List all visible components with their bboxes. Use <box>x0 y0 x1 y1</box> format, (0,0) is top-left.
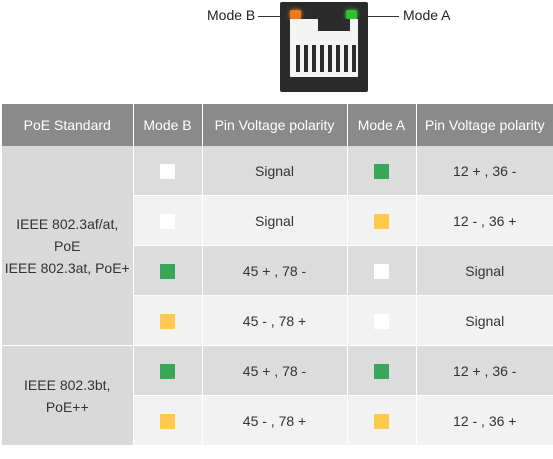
rj45-port-diagram: Mode B Mode A <box>0 0 553 100</box>
mode-b-led-icon <box>290 10 301 19</box>
pin-polarity-a: 12 + , 36 - <box>416 146 553 196</box>
table-row: 45 - , 78 + Signal <box>2 295 553 346</box>
mode-b-indicator-cell <box>133 345 203 396</box>
poe-standard-label: IEEE 802.3bt, PoE++ <box>24 376 111 415</box>
mode-b-indicator-cell <box>133 245 203 296</box>
mode-a-led-icon <box>346 10 357 19</box>
mode-b-indicator-white-square-icon <box>160 163 175 179</box>
mode-b-indicator-cell <box>133 146 203 196</box>
pin-polarity-b: 45 - , 78 + <box>202 395 348 446</box>
mode-a-indicator-cell <box>347 146 417 196</box>
jack-pin-2 <box>304 45 308 72</box>
pin-polarity-a: Signal <box>416 295 553 346</box>
mode-b-indicator-green-square-icon <box>160 263 175 279</box>
mode-b-label: Mode B <box>207 7 256 23</box>
jack-pin-7 <box>344 45 348 72</box>
mode-b-indicator-cell <box>133 395 203 446</box>
poe-standard-label: IEEE 802.3at, PoE+ <box>4 259 130 276</box>
pin-polarity-b: 45 + , 78 - <box>202 245 348 296</box>
poe-standard-cell: IEEE 802.3af/at, PoE IEEE 802.3at, PoE+ <box>2 146 134 346</box>
table-row: 45 - , 78 + 12 - , 36 + <box>2 395 553 446</box>
table-row: IEEE 802.3af/at, PoE IEEE 802.3at, PoE+ Si… <box>2 146 553 346</box>
pin-polarity-a: Signal <box>416 245 553 296</box>
mode-a-indicator-white-square-icon <box>374 263 389 279</box>
header-poe-standard: PoE Standard <box>2 104 134 146</box>
pin-polarity-b: 45 - , 78 + <box>202 295 348 346</box>
pin-polarity-b: 45 + , 78 - <box>202 345 348 396</box>
jack-pin-3 <box>312 45 316 72</box>
mode-b-indicator-white-square-icon <box>160 213 175 229</box>
table-row: Signal 12 - , 36 + <box>2 195 553 246</box>
pin-polarity-a: 12 - , 36 + <box>416 395 553 446</box>
header-mode-a: Mode A <box>347 104 417 146</box>
mode-a-leader-line <box>364 16 399 17</box>
poe-standard-label: IEEE 802.3af/at, PoE <box>16 215 119 254</box>
table-row: IEEE 802.3bt, PoE++ 45 + , 78 - 12 + , 36 … <box>2 345 553 446</box>
pin-polarity-a: 12 + , 36 - <box>416 345 553 396</box>
header-pin-polarity-b: Pin Voltage polarity <box>202 104 348 146</box>
pin-polarity-b: Signal <box>202 146 348 196</box>
mode-a-indicator-cell <box>347 245 417 296</box>
pin-polarity-a: 12 - , 36 + <box>416 195 553 246</box>
pin-polarity-b: Signal <box>202 195 348 246</box>
mode-a-indicator-green-square-icon <box>374 363 389 379</box>
mode-a-indicator-green-square-icon <box>374 163 389 179</box>
rj45-port-icon <box>280 2 368 92</box>
jack-notch <box>318 19 350 31</box>
jack-pin-5 <box>328 45 332 72</box>
table-body: IEEE 802.3af/at, PoE IEEE 802.3at, PoE+ Si… <box>2 146 553 446</box>
mode-a-indicator-yellow-square-icon <box>374 213 389 229</box>
mode-a-indicator-white-square-icon <box>374 313 389 329</box>
mode-b-indicator-cell <box>133 295 203 346</box>
poe-standard-cell: IEEE 802.3bt, PoE++ <box>2 345 134 446</box>
header-pin-polarity-a: Pin Voltage polarity <box>416 104 553 146</box>
mode-a-indicator-cell <box>347 345 417 396</box>
mode-b-indicator-yellow-square-icon <box>160 413 175 429</box>
mode-a-label: Mode A <box>403 7 451 23</box>
jack-opening <box>290 19 358 77</box>
jack-pin-6 <box>336 45 340 72</box>
table-row: 45 + , 78 - Signal <box>2 245 553 296</box>
mode-b-leader-line <box>258 16 284 17</box>
mode-b-indicator-yellow-square-icon <box>160 313 175 329</box>
mode-a-indicator-yellow-square-icon <box>374 413 389 429</box>
mode-a-indicator-cell <box>347 295 417 346</box>
mode-b-indicator-cell <box>133 195 203 246</box>
header-mode-b: Mode B <box>133 104 203 146</box>
jack-pin-4 <box>320 45 324 72</box>
mode-a-indicator-cell <box>347 195 417 246</box>
jack-pin-1 <box>296 45 300 72</box>
jack-pin-8 <box>352 45 356 72</box>
mode-b-indicator-green-square-icon <box>160 363 175 379</box>
mode-a-indicator-cell <box>347 395 417 446</box>
